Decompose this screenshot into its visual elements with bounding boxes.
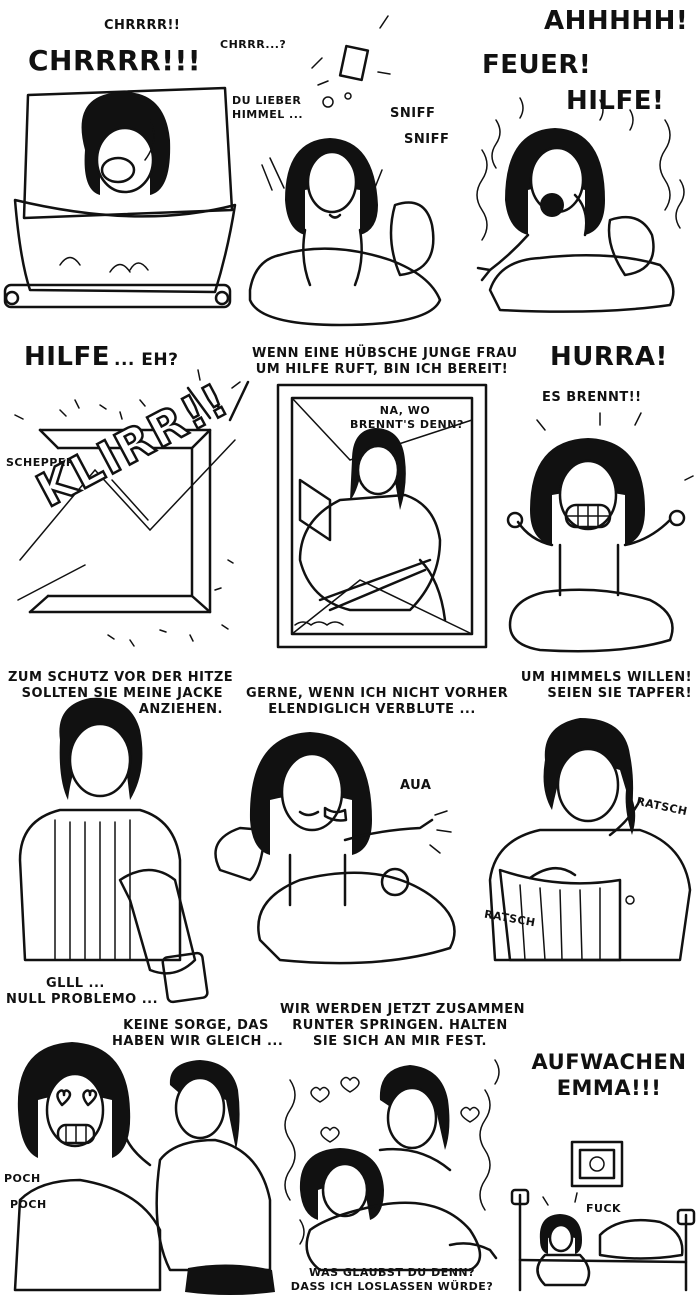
panel-6-art: [506, 412, 694, 653]
panel-4-smash-sound: SCHEPPER: [6, 456, 75, 469]
panel-10-line1: KEINE SORGE, DAS: [123, 1018, 269, 1033]
panel-1-art: [3, 86, 237, 309]
panel-5-bubble-line1: NA, WO: [379, 404, 431, 417]
panel-11-bottom-line1: WAS GLAUBST DU DENN?: [308, 1266, 476, 1279]
panel-5-bubble-line2: BRENNT'S DENN?: [350, 418, 464, 431]
panel-12-wake-line1: AUFWACHEN: [531, 1050, 687, 1074]
panel-11-line2: RUNTER SPRINGEN. HALTEN: [292, 1018, 508, 1033]
panel-4-help: HILFE: [24, 342, 111, 372]
panel-7-art: [18, 697, 209, 1004]
panel-9-art: [488, 718, 692, 962]
panel-8-art: [214, 732, 456, 965]
panel-5-caption-line2: UM HILFE RUFT, BIN ICH BEREIT!: [255, 362, 509, 377]
panel-9-line1: UM HIMMELS WILLEN!: [520, 670, 692, 685]
panel-3-help: HILFE!: [566, 86, 665, 116]
panel-11-bottom-line2: DASS ICH LOSLASSEN WÜRDE?: [290, 1280, 494, 1293]
panel-6-burning: ES BRENNT!!: [542, 390, 642, 405]
panel-9-line2: SEIEN SIE TAPFER!: [547, 686, 692, 701]
panel-11-art: [284, 1059, 500, 1272]
panel-8-ouch: AUA: [400, 778, 432, 793]
panel-10-reply-line2: NULL PROBLEMO ...: [6, 992, 159, 1007]
panel-4-eh: ... EH?: [114, 350, 179, 370]
panel-3-art: [476, 97, 685, 313]
panel-2-sniff-1: SNIFF: [390, 106, 436, 121]
panel-10-line2: HABEN WIR GLEICH ...: [112, 1034, 284, 1049]
panel-8-line1: GERNE, WENN ICH NICHT VORHER: [246, 686, 509, 701]
panel-2-snore: CHRRR...?: [220, 38, 287, 51]
panel-4-art: [14, 369, 250, 647]
panel-7-line2: SOLLTEN SIE MEINE JACKE: [21, 686, 223, 701]
panel-1-snore-small: CHRRRR!!: [104, 18, 181, 33]
panel-11-line1: WIR WERDEN JETZT ZUSAMMEN: [280, 1002, 525, 1017]
panel-12-art: [510, 1140, 696, 1292]
panel-12-wake-line2: EMMA!!!: [556, 1076, 662, 1100]
panel-7-line1: ZUM SCHUTZ VOR DER HITZE: [8, 670, 234, 685]
panel-6-cheer: HURRA!: [550, 342, 668, 372]
panel-10-knock-1: POCH: [4, 1172, 41, 1185]
panel-10-knock-2: POCH: [10, 1198, 47, 1211]
panel-7-line3: ANZIEHEN.: [138, 702, 223, 717]
panel-8-line2: ELENDIGLICH VERBLUTE ...: [268, 702, 476, 717]
panel-2-sniff-2: SNIFF: [404, 132, 450, 147]
panel-2-art: [248, 15, 442, 327]
panel-3-fire: FEUER!: [482, 50, 592, 80]
panel-11-line3: SIE SICH AN MIR FEST.: [313, 1034, 487, 1049]
panel-1-snore-big: CHRRRR!!!: [28, 44, 202, 77]
panel-10-reply-line1: GLLL ...: [46, 976, 105, 991]
panel-3-scream: AHHHHH!: [544, 6, 689, 36]
panel-2-exclaim-line2: HIMMEL ...: [232, 108, 304, 121]
panel-12-curse: FUCK: [586, 1202, 622, 1215]
panel-10-art: [13, 1042, 275, 1295]
panel-5-caption-line1: WENN EINE HÜBSCHE JUNGE FRAU: [252, 346, 518, 361]
panel-2-exclaim-line1: DU LIEBER: [232, 94, 302, 107]
panel-5-art: [276, 383, 488, 649]
